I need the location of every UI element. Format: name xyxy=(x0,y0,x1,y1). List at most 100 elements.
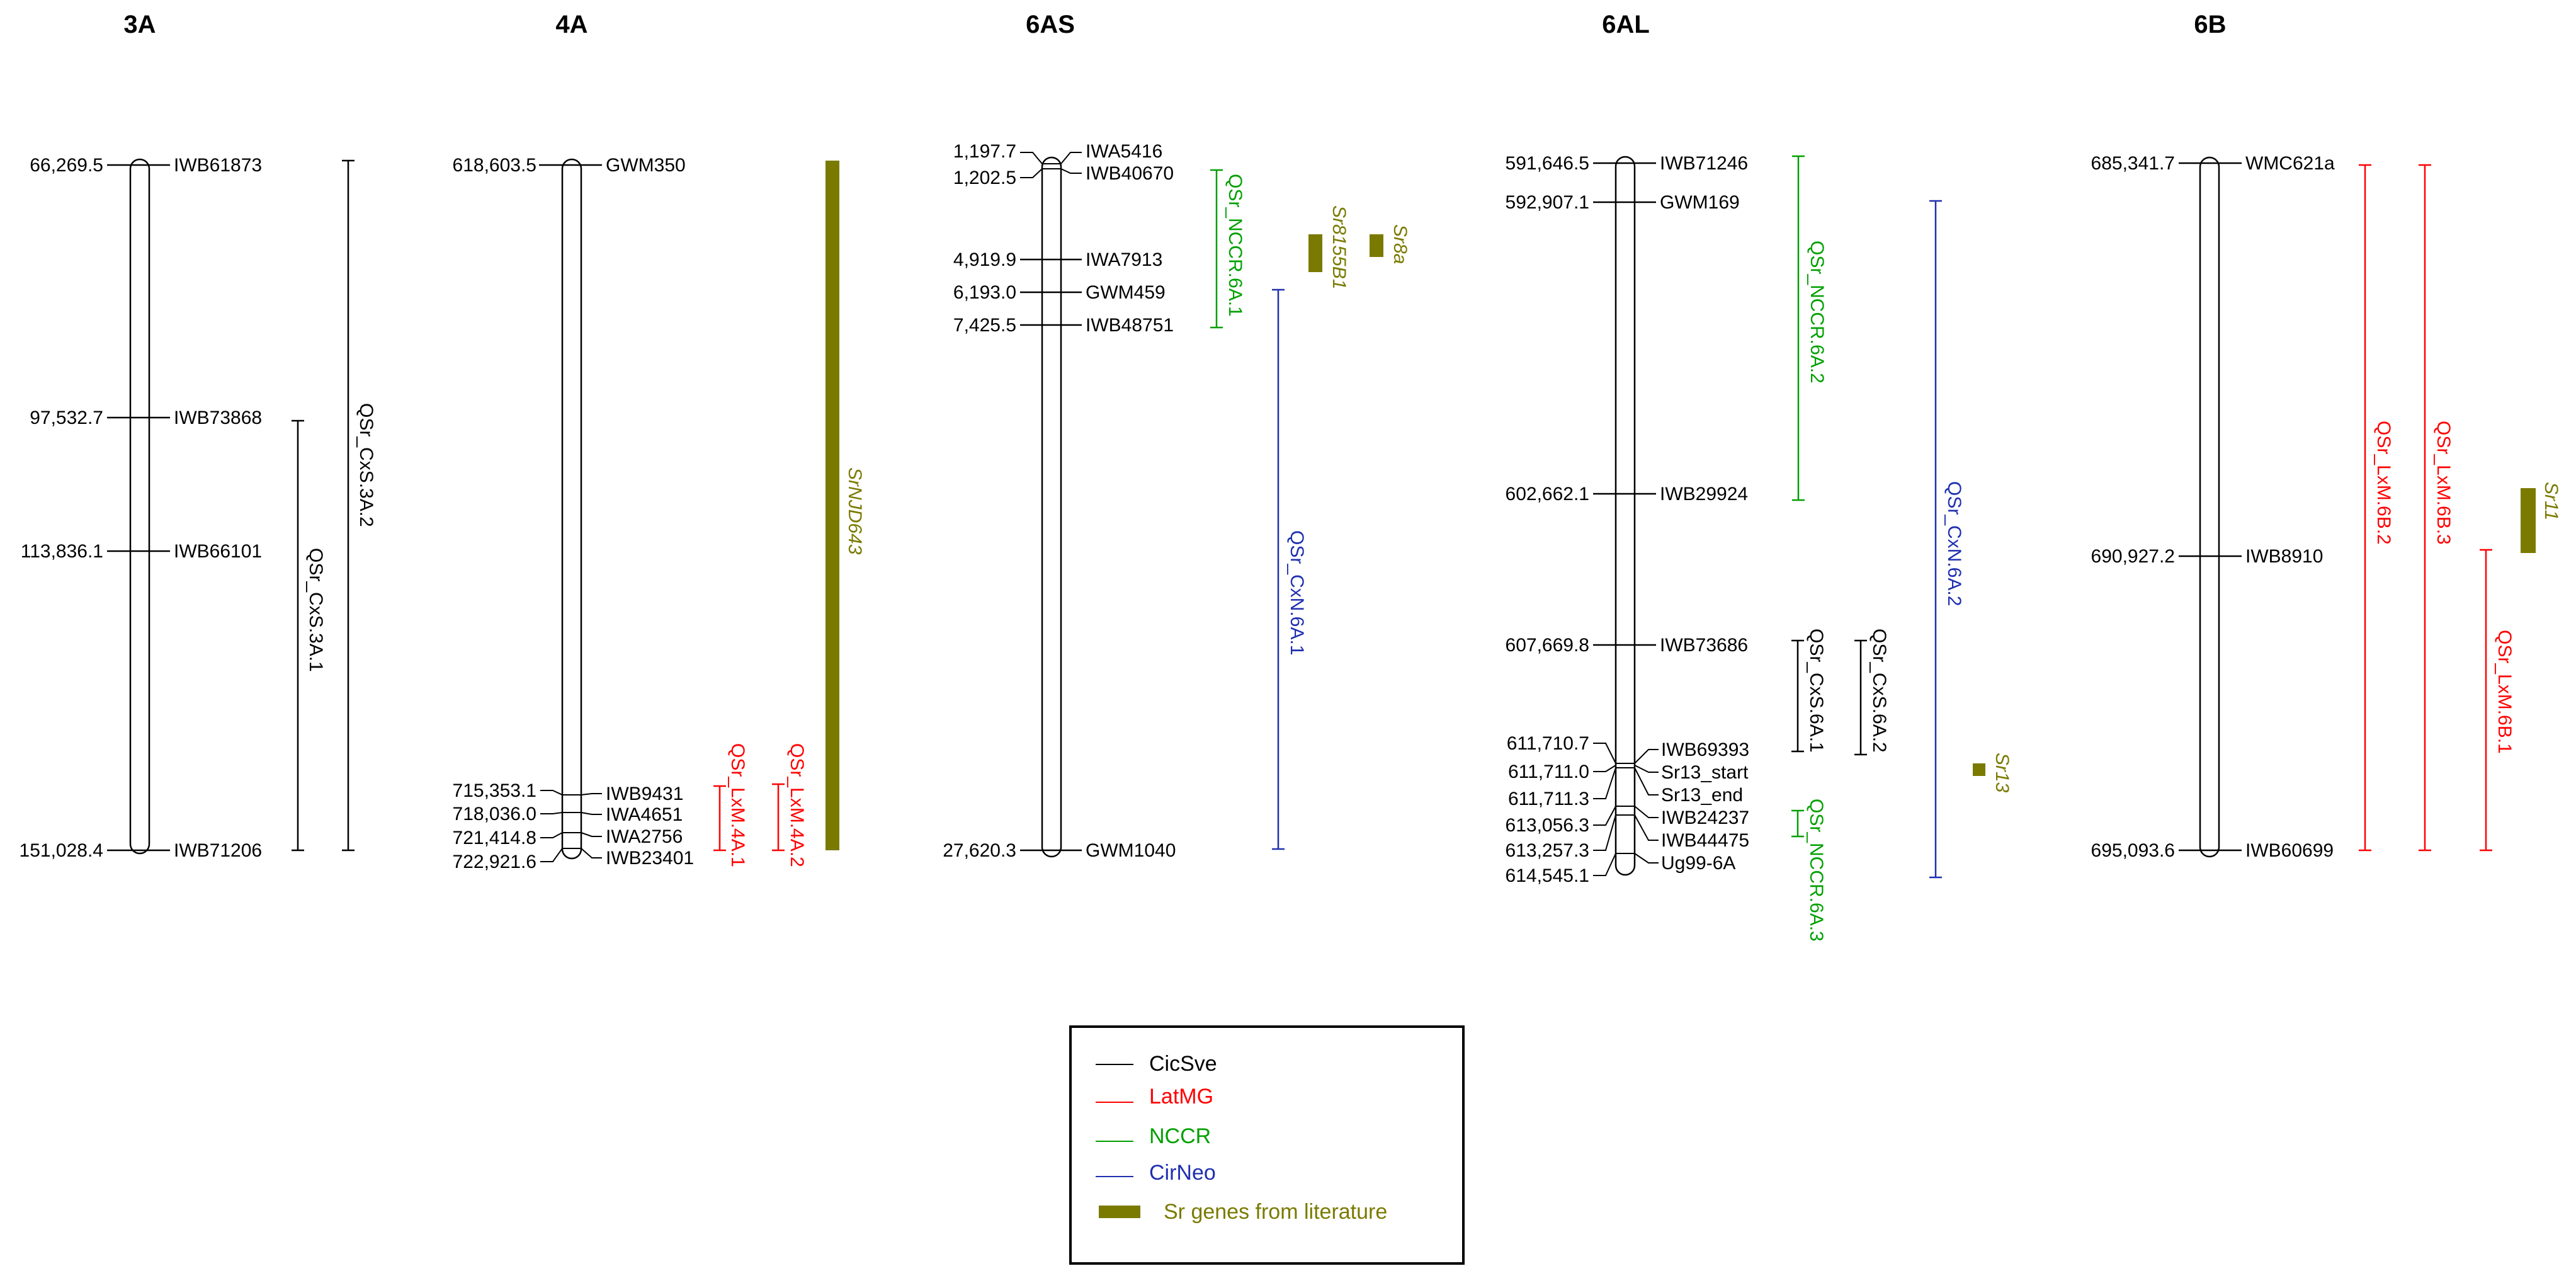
sr-gene-bar xyxy=(1370,234,1383,257)
marker-position: 721,414.8 xyxy=(453,828,536,848)
chromosome-4A: 4A 618,603.5 GWM350 715,353.1 IWB9431 71… xyxy=(453,11,865,872)
marker-position: 607,669.8 xyxy=(1506,635,1589,656)
marker-name: IWB40670 xyxy=(1086,163,1174,184)
marker-name: IWA7913 xyxy=(1086,249,1162,270)
chromosome-bar xyxy=(129,158,150,855)
marker-name: GWM169 xyxy=(1660,192,1740,213)
sr-gene-bar xyxy=(2521,488,2536,553)
marker-name: IWB44475 xyxy=(1661,830,1749,851)
marker-position: 27,620.3 xyxy=(943,840,1016,861)
marker-position: 4,919.9 xyxy=(953,249,1016,270)
marker-position: 685,341.7 xyxy=(2091,153,2175,174)
marker-position: 151,028.4 xyxy=(20,840,103,861)
qtl-bar xyxy=(1792,155,1805,501)
marker-position: 690,927.2 xyxy=(2091,546,2175,567)
marker-name: IWB69393 xyxy=(1661,739,1749,760)
marker-position: 591,646.5 xyxy=(1506,153,1589,174)
qtl-label: QSr_LxM.4A.2 xyxy=(786,743,807,867)
chromosome-bar xyxy=(1041,156,1062,858)
qtl-bar xyxy=(1210,169,1223,329)
legend: CicSve LatMG NCCR CirNeo Sr genes from l… xyxy=(1069,1025,1465,1265)
legend-label: NCCR xyxy=(1149,1124,1211,1148)
marker-position: 592,907.1 xyxy=(1506,192,1589,213)
marker-position: 613,257.3 xyxy=(1506,840,1589,861)
qtl-label: QSr_LxM.6B.1 xyxy=(2494,630,2515,754)
marker-name: WMC621a xyxy=(2245,153,2335,174)
chromosome-6B: 6B 685,341.7 WMC621a 690,927.2 IWB8910 6… xyxy=(2091,11,2562,861)
marker-name: GWM459 xyxy=(1086,282,1166,303)
legend-item-cicsve: CicSve xyxy=(1096,1052,1217,1076)
qtl-bar xyxy=(713,785,726,852)
qtl-label: QSr_CxN.6A.2 xyxy=(1944,481,1965,606)
chromosome-6AS: 6AS 1,197.7 IWA5416 1,202.5 IWB40670 4,9… xyxy=(943,11,1410,861)
marker-name: IWB60699 xyxy=(2245,840,2334,861)
legend-item-latmg: LatMG xyxy=(1096,1085,1213,1109)
qtl-label: QSr_NCCR.6A.2 xyxy=(1807,241,1827,384)
marker-name: IWB24237 xyxy=(1661,807,1749,828)
marker-position: 611,710.7 xyxy=(1507,733,1589,754)
legend-swatch xyxy=(1099,1206,1140,1218)
marker-name: IWB61873 xyxy=(174,155,262,176)
marker-name: IWB29924 xyxy=(1660,484,1748,505)
chromosome-bar xyxy=(1614,156,1636,876)
marker-name: IWB9431 xyxy=(606,784,683,804)
sr-gene-label: Sr11 xyxy=(2541,482,2562,520)
marker-position: 722,921.6 xyxy=(453,852,536,872)
legend-box xyxy=(1069,1025,1465,1265)
chromosome-title: 6B xyxy=(2194,11,2226,38)
marker-name: GWM1040 xyxy=(1086,840,1176,861)
marker-position: 1,202.5 xyxy=(953,168,1016,188)
marker-position: 695,093.6 xyxy=(2091,840,2175,861)
marker-name: IWB66101 xyxy=(174,541,262,562)
qtl-bar xyxy=(1791,639,1804,753)
marker-position: 6,193.0 xyxy=(953,282,1016,303)
chromosome-title: 6AS xyxy=(1026,11,1075,38)
legend-label: CirNeo xyxy=(1149,1161,1216,1185)
marker-name: IWB73686 xyxy=(1660,635,1748,656)
sr-gene-label: Sr8a xyxy=(1390,224,1410,264)
qtl-bar xyxy=(772,783,785,852)
qtl-label: QSr_LxM.4A.1 xyxy=(727,743,748,867)
chromosome-6AL: 6AL 591,646.5 IWB71246 592,907.1 GWM169 … xyxy=(1506,11,2012,942)
marker-position: 97,532.7 xyxy=(30,408,103,428)
marker-name: IWB23401 xyxy=(606,848,694,869)
marker-position: 611,711.3 xyxy=(1508,789,1589,809)
sr-gene-bar xyxy=(1973,763,1985,776)
sr-gene-bar xyxy=(1308,234,1322,272)
legend-label: CicSve xyxy=(1149,1052,1217,1076)
qtl-label: QSr_CxS.3A.2 xyxy=(356,403,377,527)
qtl-bar xyxy=(2480,549,2492,852)
chromosome-bar xyxy=(561,158,582,860)
qtl-label: QSr_CxS.6A.2 xyxy=(1869,629,1890,753)
chromosome-bar xyxy=(2199,156,2220,858)
marker-name: IWA5416 xyxy=(1086,141,1162,162)
marker-name: IWB71206 xyxy=(174,840,262,861)
legend-label: LatMG xyxy=(1149,1085,1213,1109)
marker-name: Sr13_end xyxy=(1661,785,1743,806)
qtl-label: QSr_NCCR.6A.1 xyxy=(1225,174,1245,317)
marker-name: Ug99-6A xyxy=(1661,853,1735,874)
marker-position: 7,425.5 xyxy=(953,315,1016,336)
qtl-bar xyxy=(2359,164,2371,852)
legend-item-cirneo: CirNeo xyxy=(1096,1161,1216,1185)
marker-name: IWB8910 xyxy=(2245,546,2323,567)
marker-name: IWB73868 xyxy=(174,408,262,428)
legend-item-sr-genes: Sr genes from literature xyxy=(1099,1200,1387,1224)
marker-position: 1,197.7 xyxy=(953,141,1016,162)
marker-position: 618,603.5 xyxy=(453,155,536,176)
marker-name: IWA2756 xyxy=(606,826,683,847)
marker-name: GWM350 xyxy=(606,155,686,176)
qtl-label: QSr_LxM.6B.3 xyxy=(2433,421,2454,545)
chromosome-title: 6AL xyxy=(1602,11,1650,38)
qtl-bar xyxy=(342,159,355,852)
sr-gene-label: Sr8155B1 xyxy=(1329,205,1349,289)
marker-name: IWB71246 xyxy=(1660,153,1748,174)
sr-gene-label: Sr13 xyxy=(1992,753,2012,793)
qtl-bar xyxy=(1272,288,1285,850)
marker-position: 613,056.3 xyxy=(1506,815,1589,836)
marker-position: 66,269.5 xyxy=(30,155,103,176)
qtl-bar xyxy=(2419,164,2431,852)
marker-name: IWB48751 xyxy=(1086,315,1174,336)
sr-gene-label: SrNJD643 xyxy=(844,467,865,555)
